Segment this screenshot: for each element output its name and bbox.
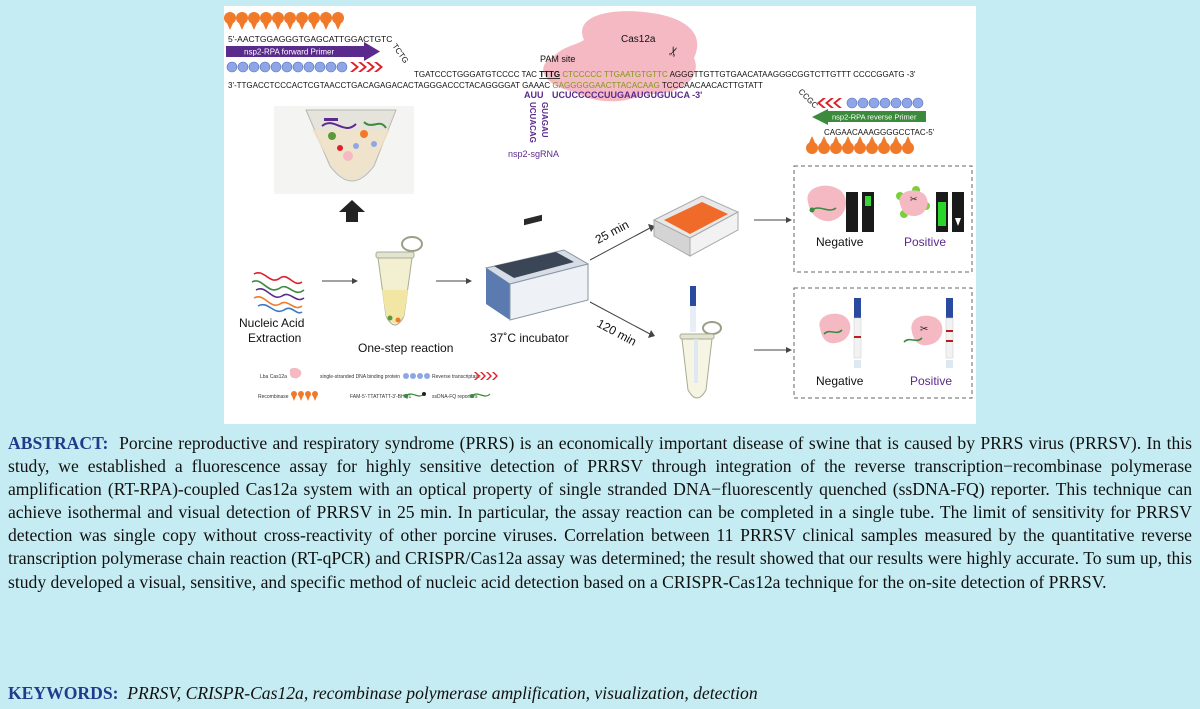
fluorescence-result-box bbox=[793, 165, 973, 273]
abstract-label: ABSTRACT: bbox=[8, 433, 109, 453]
crrna-stem-left: UCUACAG bbox=[528, 102, 537, 143]
legend-ssdna: ssDNA-FQ reporters bbox=[432, 394, 478, 400]
reverse-primer-label: nsp2-RPA reverse Primer bbox=[832, 113, 917, 122]
crrna-stem-right: GUAGAU bbox=[540, 102, 549, 138]
scissors-icon: ✂ bbox=[910, 194, 918, 204]
reverse-primer-arrow: nsp2-RPA reverse Primer bbox=[812, 109, 926, 125]
legend-ssb: single-stranded DNA binding protein bbox=[320, 374, 400, 380]
pam-site-label: PAM site bbox=[540, 54, 575, 64]
legend-fam: FAM-5'-TTATTATT-3'-BHQ1 bbox=[350, 394, 411, 400]
extraction-label-1: Nucleic Acid bbox=[239, 316, 304, 330]
positive-strip-illustration: ✂ bbox=[903, 298, 954, 368]
strip-result-box bbox=[793, 287, 973, 399]
forward-primer-arrow: nsp2-RPA forward Primer bbox=[226, 42, 380, 61]
top-target-line: TGATCCCTGGGATGTCCCC TAC TTTG CTCCCCC TTG… bbox=[414, 70, 916, 79]
nsp2-sgrna-label: nsp2-sgRNA bbox=[508, 149, 559, 159]
transilluminator-device bbox=[652, 195, 740, 257]
top-strand-sequence: 5'-AACTGGAGGGTGAGCATTGGACTGTC bbox=[228, 34, 392, 44]
cas12a-protein bbox=[543, 11, 698, 102]
extraction-label-2: Extraction bbox=[248, 331, 301, 345]
up-arrow bbox=[339, 200, 365, 222]
tube-zoom-image bbox=[274, 106, 414, 194]
rt-chevrons-top bbox=[350, 62, 383, 72]
keywords-text: PRRSV, CRISPR-Cas12a, recombinase polyme… bbox=[127, 683, 758, 703]
negative-fluorescence-illustration bbox=[807, 185, 874, 232]
negative-label-strip: Negative bbox=[816, 374, 864, 388]
abstract-text: Porcine reproductive and respiratory syn… bbox=[8, 433, 1192, 592]
lateral-flow-tube bbox=[679, 286, 722, 399]
ssb-row-top bbox=[226, 61, 348, 73]
scissors-icon: ✂ bbox=[920, 324, 928, 335]
legend-cas: Lba Cas12a bbox=[260, 374, 287, 380]
reverse-primer-sequence: CAGAACAAAGGGGCCTAC-5' bbox=[824, 128, 935, 137]
cas12a-label: Cas12a bbox=[621, 34, 656, 45]
time-25min-label: 25 min bbox=[593, 217, 631, 246]
negative-strip-illustration bbox=[819, 298, 862, 368]
positive-label-fluorescence: Positive bbox=[904, 235, 946, 249]
legend: Lba Cas12a single-stranded DNA binding p… bbox=[258, 367, 498, 401]
keywords-label: KEYWORDS: bbox=[8, 683, 119, 703]
time-120min-label: 120 min bbox=[595, 316, 639, 348]
rt-chevrons-bottom bbox=[817, 98, 842, 108]
incubator-label: 37˚C incubator bbox=[490, 331, 569, 345]
positive-fluorescence-illustration: ✂ bbox=[896, 186, 964, 232]
bottom-strand-line: 3'-TTGACCTCCCACTCGTAACCTGACAGAGACACTAGGG… bbox=[228, 81, 763, 90]
bottom-loop-sequence: CCGC bbox=[797, 87, 820, 110]
positive-label-strip: Positive bbox=[910, 374, 952, 388]
ssb-row-bottom bbox=[846, 97, 924, 109]
arrow-to-25min bbox=[589, 227, 651, 261]
nucleic-acid-strands bbox=[251, 271, 305, 314]
keywords-paragraph: KEYWORDS: PRRSV, CRISPR-Cas12a, recombin… bbox=[8, 682, 1192, 705]
negative-label-fluorescence: Negative bbox=[816, 235, 864, 249]
arrow-to-120min bbox=[589, 301, 651, 335]
reaction-label: One-step reaction bbox=[358, 341, 453, 355]
graphical-abstract-figure: 5'-AACTGGAGGGTGAGCATTGGACTGTC nsp2-RPA f… bbox=[224, 6, 976, 424]
incubator-device bbox=[484, 214, 590, 321]
forward-primer-label: nsp2-RPA forward Primer bbox=[244, 48, 334, 57]
crrna-sequence: UCUCCCCCUUGAAUGUGUUCA -3' bbox=[552, 90, 702, 100]
scissors-icon: ✂ bbox=[665, 44, 683, 59]
recombinase-row-top bbox=[224, 12, 344, 30]
crrna-left-bases: AUU bbox=[524, 90, 544, 100]
recombinase-row-bottom bbox=[806, 136, 914, 154]
reaction-tube bbox=[375, 236, 423, 326]
abstract-paragraph: ABSTRACT: Porcine reproductive and respi… bbox=[8, 432, 1192, 594]
legend-recombinase: Recombinase bbox=[258, 394, 289, 400]
top-loop-sequence: TCTG bbox=[390, 42, 410, 65]
legend-rt: Reverse transcriptase bbox=[432, 374, 481, 380]
